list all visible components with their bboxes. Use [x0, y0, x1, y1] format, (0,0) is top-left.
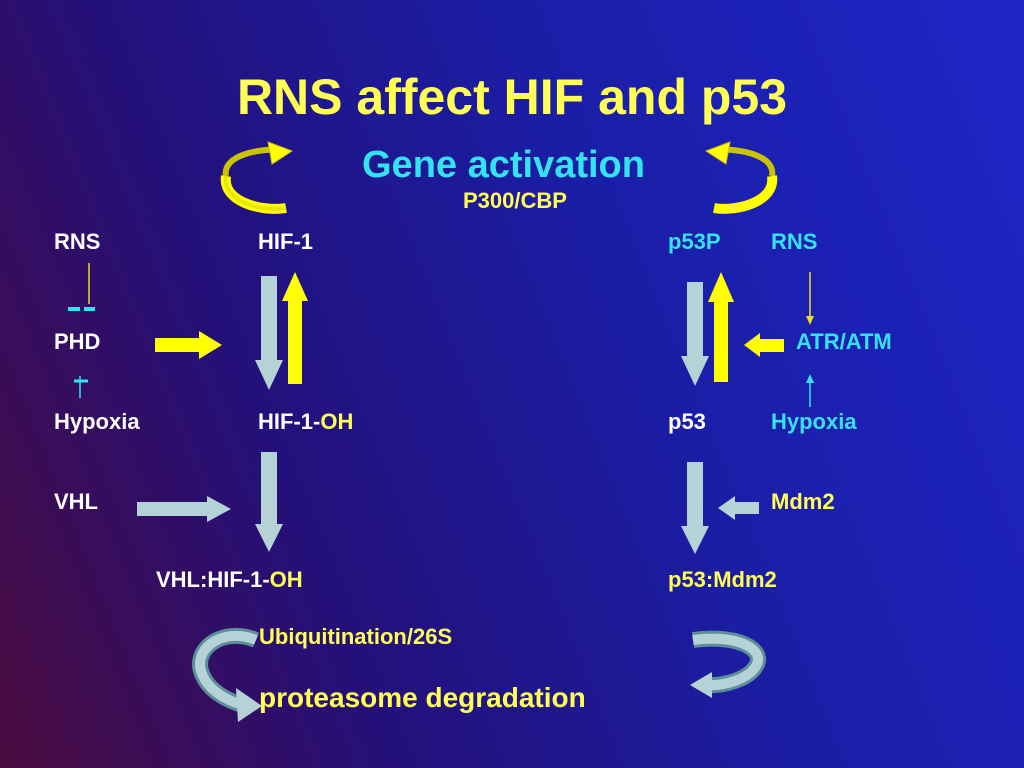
mdm2-label: Mdm2 — [771, 489, 835, 514]
rns-inhibits-phd-icon — [68, 263, 95, 311]
degradation-curved-arrow-right-icon — [690, 630, 766, 698]
slide-title: RNS affect HIF and p53 — [236, 69, 788, 125]
p53-label: p53 — [668, 409, 706, 434]
degradation-label: proteasome degradation — [259, 682, 586, 713]
p53-mdm2-complex-label: p53:Mdm2 — [668, 567, 777, 592]
p53-up-arrow-icon — [708, 272, 734, 382]
p53p-label: p53P — [668, 229, 721, 254]
p53p-down-arrow-icon — [681, 282, 709, 386]
hif1-oh-suffix: OH — [320, 409, 354, 434]
mdm2-to-p53-arrow-icon — [718, 496, 759, 520]
p53-hypoxia-label: Hypoxia — [771, 409, 857, 434]
rns-label: RNS — [54, 229, 101, 254]
hif1-oh-label: HIF-1-OH — [258, 411, 353, 433]
hypoxia-inhibits-phd-icon — [74, 376, 88, 398]
hif1-label: HIF-1 — [258, 229, 313, 254]
p53-down-arrow-icon — [681, 462, 709, 554]
curved-arrow-left-icon — [220, 141, 294, 214]
cofactor-label: P300/CBP — [463, 188, 567, 213]
curved-arrow-right-icon — [704, 141, 778, 214]
hypoxia-to-atm-arrow-icon — [806, 374, 814, 407]
atr-atm-label: ATR/ATM — [796, 329, 892, 354]
degradation-curved-arrow-left-icon — [192, 627, 262, 722]
ubiquitination-label: Ubiquitination/26S — [259, 624, 453, 649]
vhl-hif-prefix: VHL:HIF-1- — [156, 567, 270, 592]
hif1-oh-down-arrow-icon — [255, 452, 283, 552]
vhl-hif-complex-label: VHL:HIF-1-OH — [156, 569, 303, 591]
vhl-to-hif-arrow-icon — [137, 496, 231, 522]
rns-to-atm-arrow-icon — [806, 272, 814, 325]
phd-label: PHD — [54, 329, 101, 354]
hif1-up-arrow-icon — [282, 272, 308, 384]
hif1-down-arrow-icon — [255, 276, 283, 390]
hypoxia-label: Hypoxia — [54, 409, 140, 434]
p53-rns-label: RNS — [771, 229, 818, 254]
vhl-label: VHL — [54, 489, 98, 514]
phd-to-hif-arrow-icon — [155, 331, 222, 359]
hif1-oh-prefix: HIF-1- — [258, 409, 321, 434]
vhl-hif-oh-suffix: OH — [269, 567, 303, 592]
gene-activation-label: Gene activation — [362, 144, 645, 186]
atm-to-p53-arrow-icon — [744, 333, 784, 357]
